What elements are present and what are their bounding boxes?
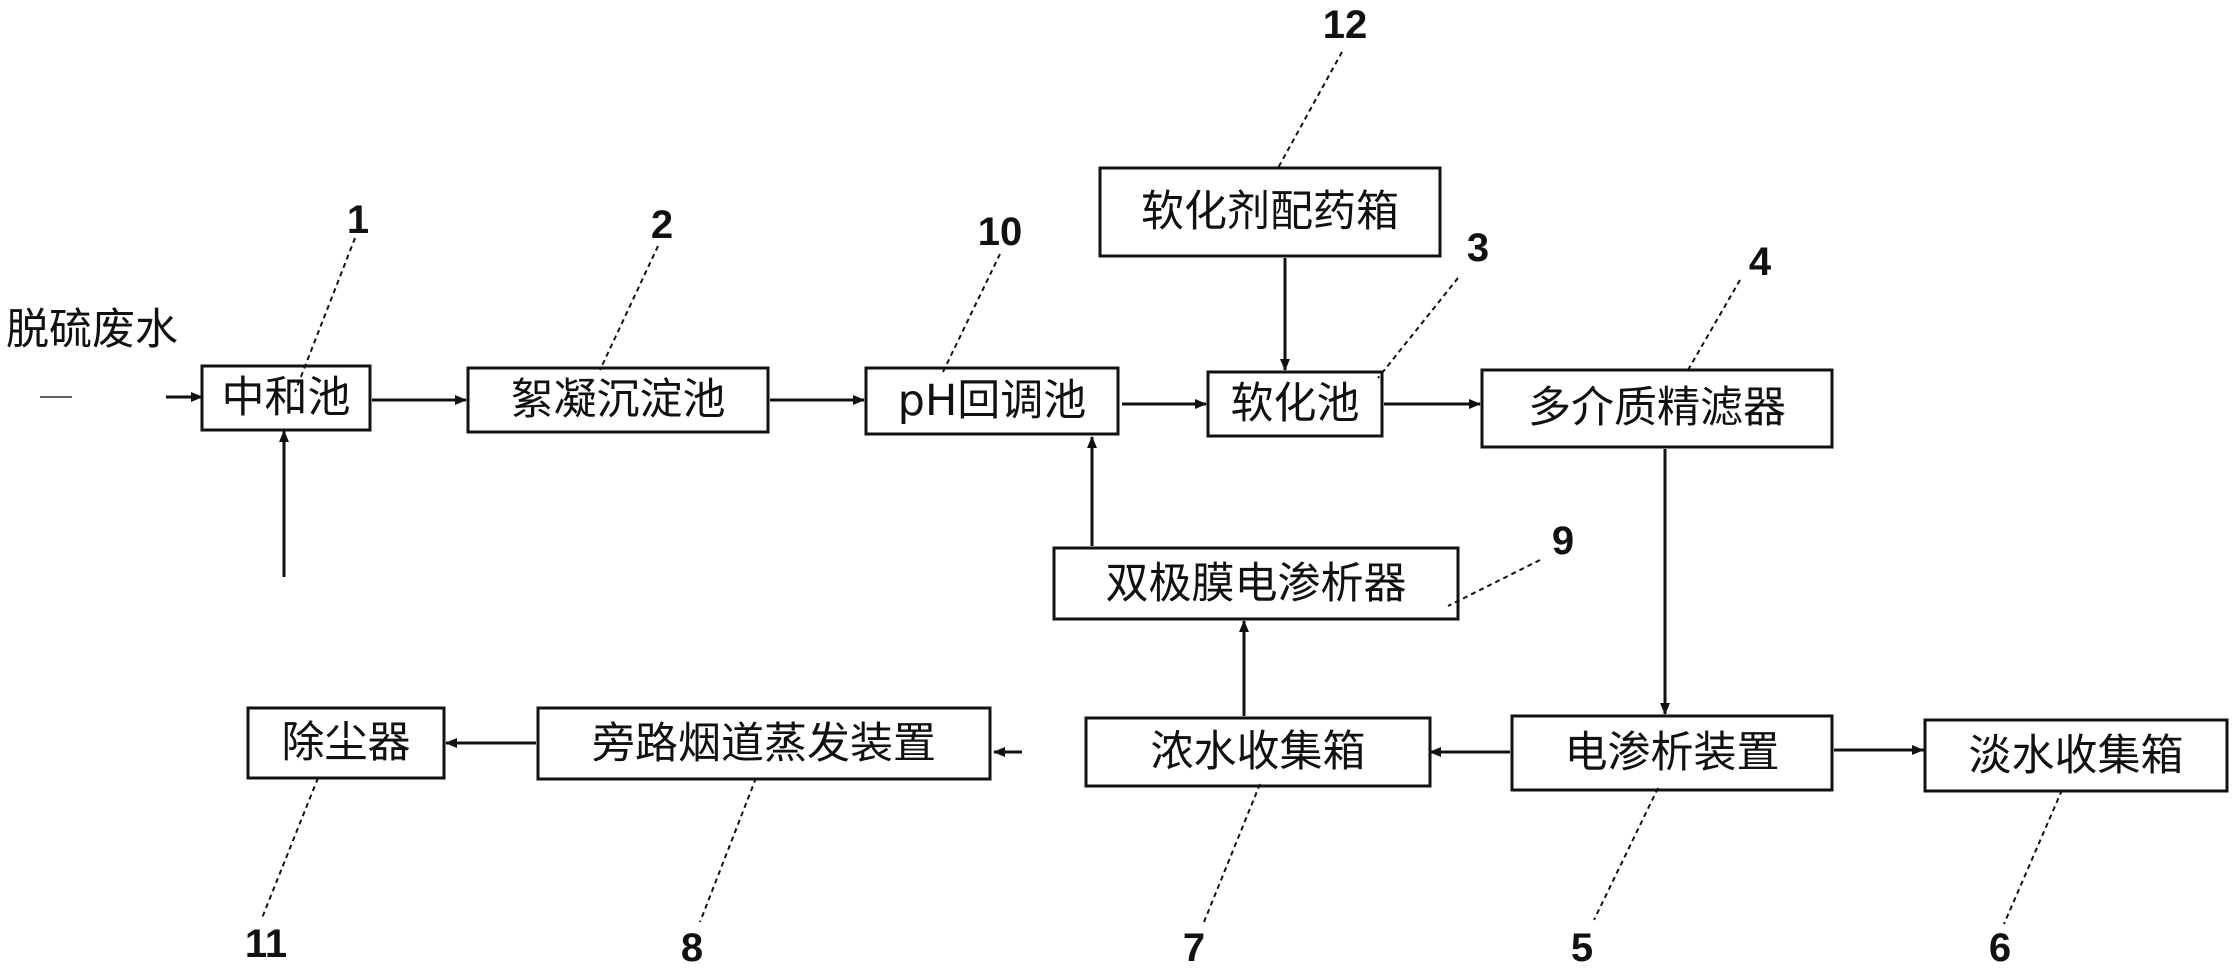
leader-6 — [2003, 789, 2063, 925]
unit-neutralization: 中和池 — [200, 364, 372, 432]
ref-number-11: 11 — [245, 922, 287, 966]
ref-number-3: 3 — [1467, 226, 1489, 270]
unit-electrodialysis: 电渗析装置 — [1510, 714, 1834, 792]
ref-number-2: 2 — [651, 203, 673, 247]
unit-label: pH回调池 — [898, 376, 1087, 426]
unit-boxes: 中和池 絮凝沉淀池 pH回调池 软化池 多介质精滤器 软化剂配药箱 双极膜电渗析… — [200, 166, 2229, 793]
ref-number-6: 6 — [1989, 926, 2011, 970]
ref-number-7: 7 — [1183, 926, 1205, 970]
ref-number-1: 1 — [347, 198, 369, 242]
flow-arrows — [40, 258, 1967, 757]
leader-7 — [1203, 783, 1261, 923]
unit-dust: 除尘器 — [246, 706, 446, 780]
ref-number-4: 4 — [1749, 240, 1772, 284]
unit-label: 除尘器 — [282, 718, 411, 768]
leader-4 — [1687, 279, 1741, 371]
unit-label: 电渗析装置 — [1565, 728, 1780, 778]
leader-10 — [941, 253, 1001, 375]
unit-label: 多介质精滤器 — [1528, 383, 1786, 433]
leader-5 — [1593, 787, 1659, 921]
unit-ph-adjust: pH回调池 — [864, 366, 1120, 436]
leader-lines — [261, 51, 2063, 925]
unit-softening: 软化池 — [1206, 370, 1384, 438]
unit-fresh-water: 淡水收集箱 — [1923, 718, 2229, 793]
unit-flocculation: 絮凝沉淀池 — [466, 366, 770, 434]
unit-label: 双极膜电渗析器 — [1106, 559, 1407, 609]
ref-number-8: 8 — [681, 926, 703, 970]
unit-bipolar: 双极膜电渗析器 — [1052, 546, 1460, 621]
unit-label: 软化池 — [1231, 379, 1360, 429]
ref-number-12: 12 — [1323, 3, 1368, 47]
unit-bypass: 旁路烟道蒸发装置 — [536, 706, 992, 781]
unit-dosing: 软化剂配药箱 — [1098, 166, 1442, 258]
leader-12 — [1277, 51, 1343, 169]
unit-label: 淡水收集箱 — [1969, 731, 2184, 781]
leader-2 — [599, 245, 659, 371]
unit-label: 中和池 — [222, 373, 351, 423]
leader-1 — [294, 237, 356, 393]
unit-brine: 浓水收集箱 — [1084, 716, 1432, 788]
unit-label: 浓水收集箱 — [1151, 727, 1366, 777]
reference-numbers: 1 2 10 12 3 4 9 5 6 7 8 11 — [245, 3, 2011, 970]
leader-11 — [261, 777, 319, 919]
leader-3 — [1377, 277, 1459, 379]
unit-label: 絮凝沉淀池 — [511, 375, 726, 425]
ref-number-9: 9 — [1552, 519, 1574, 563]
unit-label: 软化剂配药箱 — [1141, 187, 1399, 237]
input-label: 脱硫废水 — [6, 305, 178, 355]
ref-number-10: 10 — [978, 210, 1023, 254]
leader-8 — [699, 777, 757, 923]
ref-number-5: 5 — [1571, 926, 1593, 970]
unit-label: 旁路烟道蒸发装置 — [592, 719, 936, 769]
unit-filter: 多介质精滤器 — [1480, 368, 1834, 449]
leader-9 — [1447, 559, 1541, 607]
